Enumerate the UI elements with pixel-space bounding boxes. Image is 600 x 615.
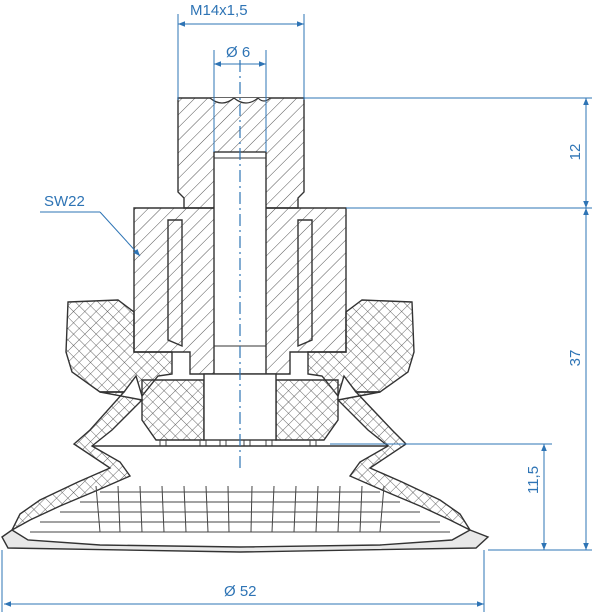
height-top-label: 12 [567, 144, 584, 161]
dimensions [1, 14, 592, 612]
metal-fitting [133, 97, 347, 441]
wrench-size-label: SW22 [44, 193, 85, 210]
thread-dimension-label: M14x1,5 [190, 2, 248, 19]
rubber-cup [1, 299, 490, 553]
height-bellows-label: 11,5 [525, 466, 542, 494]
height-body-label: 37 [567, 350, 584, 367]
outer-diameter-label: Ø 52 [224, 583, 257, 600]
bore-dimension-label: Ø 6 [226, 44, 250, 61]
